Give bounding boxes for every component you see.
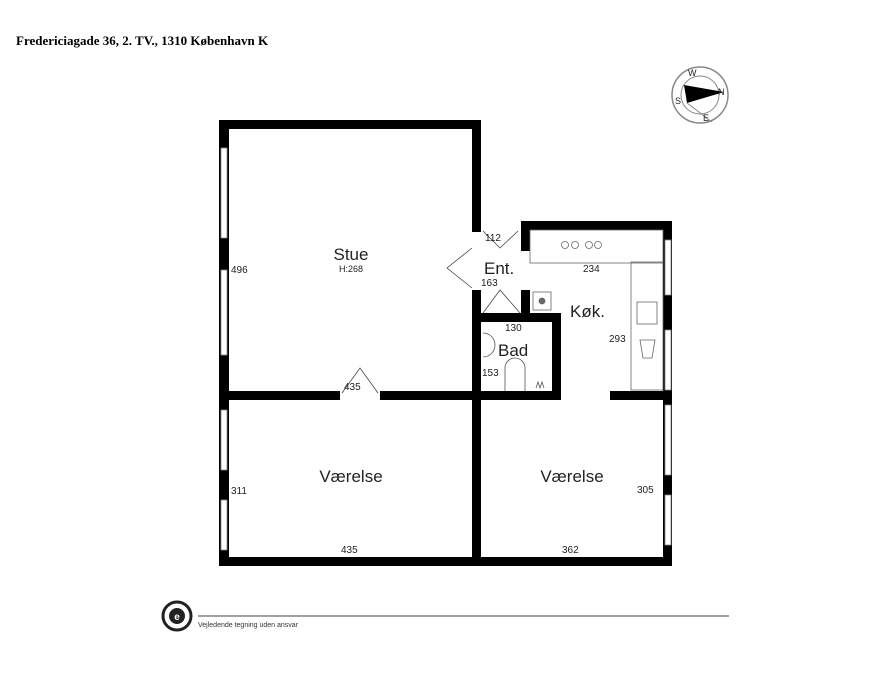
svg-text:e: e: [174, 612, 180, 623]
svg-text:435: 435: [344, 382, 361, 393]
room-vaerelse-2: Værelse 305 362: [540, 467, 654, 556]
logo-icon: e: [161, 600, 193, 632]
doors: [341, 230, 521, 394]
svg-text:435: 435: [341, 545, 358, 556]
room-bad: Bad 130 153: [482, 323, 528, 379]
svg-text:163: 163: [481, 278, 498, 289]
svg-text:Bad: Bad: [498, 341, 528, 360]
compass-s: S: [675, 96, 681, 106]
svg-text:311: 311: [231, 486, 247, 497]
svg-text:Ent.: Ent.: [484, 259, 514, 278]
svg-text:Værelse: Værelse: [540, 467, 603, 486]
windows: [220, 147, 672, 551]
address-title: Fredericiagade 36, 2. TV., 1310 Københav…: [16, 33, 269, 48]
room-stue: Stue H:268 496 435: [231, 245, 368, 393]
room-kokken: Køk. 234 293: [570, 264, 626, 345]
disclaimer-text: Vejledende tegning uden ansvar: [198, 622, 299, 629]
room-vaerelse-1: Værelse 311 435: [231, 467, 383, 556]
compass-e: E: [703, 113, 709, 123]
room-entre: Ent. 112 163: [481, 233, 514, 289]
svg-text:496: 496: [231, 265, 248, 276]
svg-text:130: 130: [505, 323, 522, 334]
svg-text:Stue: Stue: [334, 245, 369, 264]
walls: [219, 120, 672, 566]
svg-text:305: 305: [637, 485, 654, 496]
kitchen-fixtures: [529, 229, 664, 391]
svg-text:H:268: H:268: [339, 264, 363, 274]
svg-text:112: 112: [485, 233, 501, 244]
svg-text:362: 362: [562, 545, 579, 556]
bath-fixtures: [482, 332, 545, 391]
svg-text:153: 153: [482, 368, 499, 379]
compass-icon: N S W E: [671, 66, 729, 124]
svg-text:293: 293: [609, 334, 626, 345]
svg-text:Køk.: Køk.: [570, 302, 605, 321]
svg-text:Værelse: Værelse: [319, 467, 382, 486]
svg-text:234: 234: [583, 264, 600, 275]
compass-w: W: [688, 68, 697, 78]
compass-n: N: [718, 87, 725, 97]
